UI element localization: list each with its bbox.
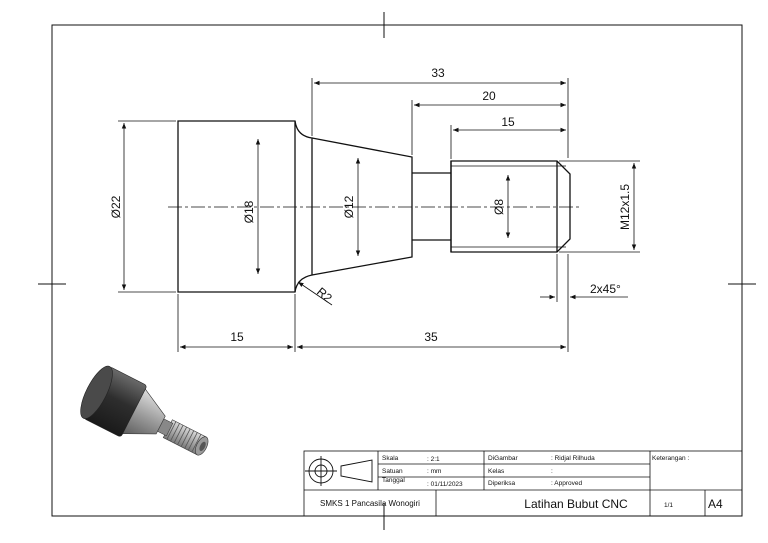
drawing-frame	[51, 24, 743, 517]
dim-diameter-22-label: Ø22	[109, 195, 123, 218]
dim-chamfer-label: 2x45°	[590, 282, 621, 296]
dim-length-15-top-label: 15	[501, 115, 515, 129]
class-value: :	[551, 468, 553, 475]
dim-length-35-label: 35	[424, 330, 438, 344]
checked-label: Diperiksa	[488, 480, 515, 487]
unit-label: Satuan	[382, 468, 403, 475]
dim-diameter-8-label: Ø8	[492, 199, 506, 215]
dim-thread-m12-label: M12x1.5	[618, 184, 632, 230]
dim-length-15-bottom	[177, 294, 296, 352]
dim-diameter-22	[118, 120, 176, 293]
class-label: Kelas	[488, 468, 505, 475]
sheet-number: 1/1	[664, 502, 673, 509]
projection-symbol-icon	[305, 456, 373, 486]
date-label: Tanggal	[382, 477, 405, 484]
dim-length-20-label: 20	[482, 89, 496, 103]
dim-diameter-12-label: Ø12	[342, 195, 356, 218]
dim-diameter-18-label: Ø18	[242, 200, 256, 223]
drawn-label: DiGambar	[488, 455, 518, 462]
dim-chamfer	[540, 254, 628, 302]
dim-thread-m12	[559, 160, 640, 253]
dim-radius-label: R2	[314, 285, 335, 306]
dim-length-33-label: 33	[431, 66, 445, 80]
drawn-value: : Ridjal Rilhuda	[551, 455, 595, 462]
date-value: : 01/11/2023	[427, 481, 463, 488]
scale-value: : 2:1	[427, 456, 440, 463]
dim-length-20	[411, 100, 566, 155]
scale-label: Skala	[382, 455, 399, 462]
part-3d-view	[80, 365, 209, 456]
drawing-title: Latihan Bubut CNC	[524, 497, 628, 511]
notes-label: Keterangan :	[652, 455, 689, 462]
part-outline	[177, 120, 571, 293]
dim-length-15-top	[450, 125, 566, 159]
checked-value: : Approved	[551, 480, 582, 487]
dim-length-33	[311, 78, 569, 158]
paper-size: A4	[708, 497, 723, 511]
dim-length-15-bottom-label: 15	[230, 330, 244, 344]
dim-length-35	[297, 254, 569, 352]
title-block-text: Skala : 2:1 Satuan : mm Tanggal : 01/11/…	[320, 455, 723, 511]
frame-center-marks	[38, 12, 756, 530]
school-name: SMKS 1 Pancasila Wonogiri	[320, 499, 420, 508]
dim-radius-leader	[297, 281, 333, 306]
title-block	[303, 450, 743, 517]
unit-value: : mm	[427, 468, 441, 475]
thread-minor-lines	[451, 165, 566, 248]
